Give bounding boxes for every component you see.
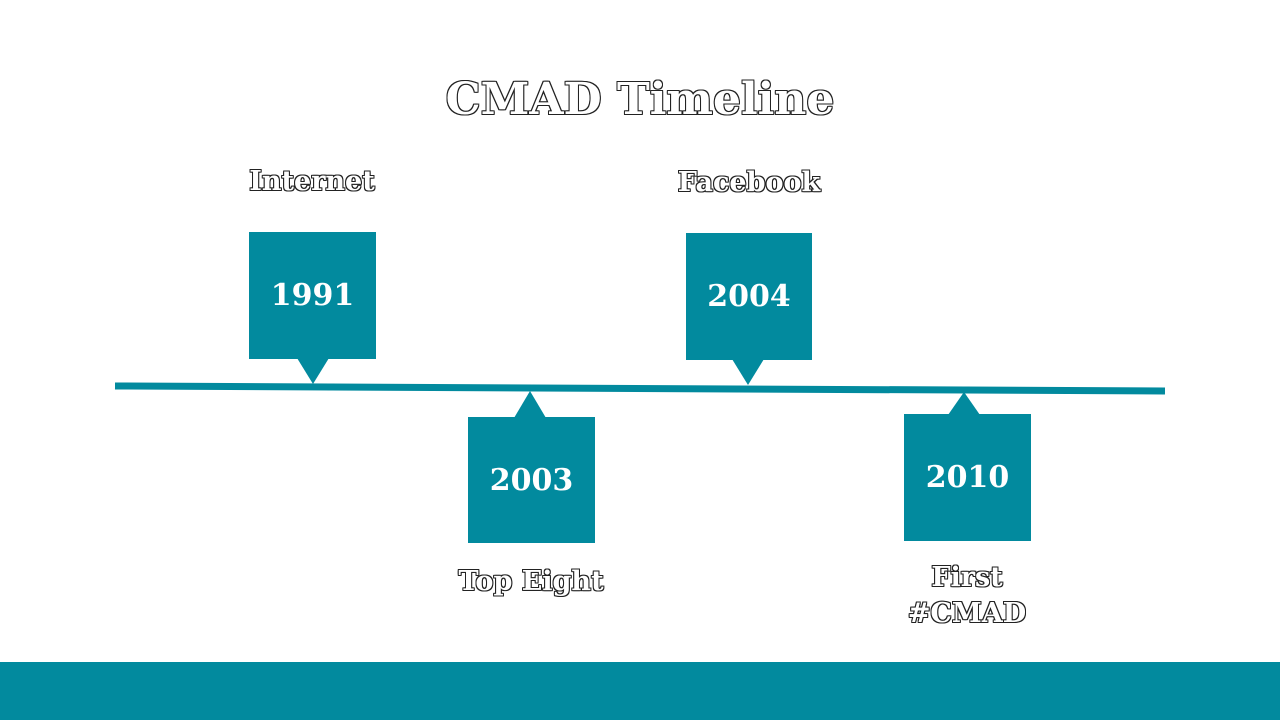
event-box-2010: 2010	[904, 414, 1031, 541]
page-title: CMAD Timeline	[445, 74, 835, 125]
pointer-1991	[297, 358, 329, 384]
event-year: 2004	[707, 279, 791, 314]
event-year: 1991	[270, 278, 355, 313]
pointer-2004	[732, 359, 764, 385]
event-year: 2010	[925, 460, 1010, 495]
pointer-2003	[514, 391, 546, 418]
event-box-1991: 1991	[249, 232, 376, 359]
pointer-2010	[948, 392, 980, 415]
event-label-facebook: Facebook	[677, 167, 821, 198]
event-label-first-cmad: First #CMAD	[907, 562, 1027, 629]
event-box-2004: 2004	[686, 233, 812, 360]
event-label-internet: Internet	[249, 166, 375, 197]
event-year: 2003	[489, 462, 574, 498]
event-box-2003: 2003	[468, 417, 595, 543]
footer-bar	[0, 662, 1280, 720]
event-label-top-eight: Top Eight	[458, 566, 604, 597]
timeline-line	[114, 382, 1166, 395]
